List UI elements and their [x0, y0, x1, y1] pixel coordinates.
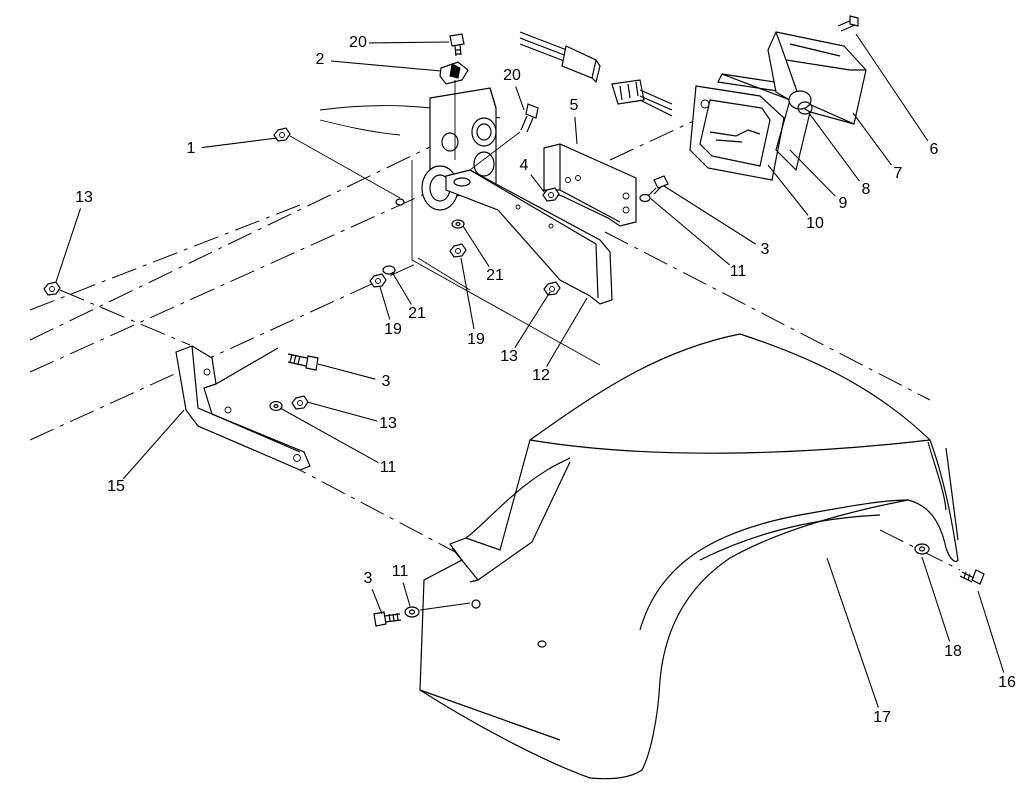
callout-leader-c15	[122, 409, 185, 480]
callout-label-c21a: 21	[486, 267, 504, 284]
callout-leader-c10	[767, 164, 809, 216]
callout-leader-c19b	[460, 257, 475, 330]
housing-7	[767, 31, 867, 125]
bolt-20-top	[449, 33, 465, 57]
fender-hardware	[373, 543, 985, 627]
callout-label-c7: 7	[894, 165, 903, 182]
callout-label-c18: 18	[944, 643, 962, 660]
callout-label-c17: 17	[873, 709, 891, 726]
callout-label-c2: 2	[316, 51, 325, 68]
callout-label-c11c: 11	[392, 563, 409, 580]
callout-leader-c17	[826, 557, 879, 708]
hardware-15	[269, 353, 319, 412]
callout-leader-c11a	[649, 197, 730, 266]
callout-label-c9: 9	[839, 195, 848, 212]
callout-leaders	[55, 33, 1005, 708]
callout-label-c5: 5	[570, 97, 579, 114]
callout-label-c21b: 21	[408, 305, 426, 322]
callout-label-c13c: 13	[379, 415, 397, 432]
callout-label-c19a: 19	[384, 321, 402, 338]
hardware-block	[43, 127, 669, 296]
callout-leader-c5	[574, 116, 578, 145]
callout-label-c11b: 11	[380, 459, 397, 476]
callout-label-c19b: 19	[467, 331, 485, 348]
callout-leader-c3a	[663, 185, 756, 245]
mounting-block	[421, 87, 497, 211]
callout-leader-c1	[201, 137, 278, 149]
callout-label-c13b: 13	[500, 348, 518, 365]
callout-leader-c7	[852, 112, 892, 166]
callout-label-c12: 12	[532, 367, 550, 384]
callout-leader-c13b	[514, 291, 551, 348]
grommet-8	[788, 90, 813, 115]
callout-leader-c13a	[55, 208, 82, 283]
callout-label-c20b: 20	[503, 67, 521, 84]
callout-label-c10: 10	[806, 215, 824, 232]
callout-label-c8: 8	[862, 181, 871, 198]
callout-leader-c3b	[317, 363, 376, 380]
callout-label-c11a: 11	[730, 263, 747, 280]
bracket-12	[445, 169, 613, 305]
callout-leader-c19a	[379, 286, 391, 320]
bracket-5	[543, 143, 637, 227]
callout-label-c13a: 13	[75, 189, 93, 206]
callout-leader-c12	[546, 297, 588, 367]
tail-light-lens-10	[689, 85, 785, 181]
wiring-connector	[519, 31, 673, 117]
callout-leader-c3c	[371, 588, 383, 615]
callout-label-c3b: 3	[382, 373, 391, 390]
callout-leader-c20b	[515, 86, 525, 111]
callout-leader-c2	[330, 60, 442, 72]
callout-leader-c20a	[368, 41, 450, 44]
callout-leader-c9	[789, 149, 836, 197]
callout-label-c20a: 20	[349, 34, 367, 51]
screw-6	[837, 15, 859, 32]
callout-leader-c13c	[306, 401, 378, 422]
callout-label-c4: 4	[520, 157, 529, 174]
callout-leader-c21b	[391, 271, 412, 305]
clip-2	[439, 61, 469, 160]
callout-leader-c11c	[402, 582, 411, 607]
callout-leader-c11b	[279, 407, 379, 464]
bolt-20-right	[469, 103, 539, 171]
bracket-15	[175, 345, 311, 471]
callout-label-c16: 16	[998, 674, 1016, 691]
callout-label-c3a: 3	[761, 241, 770, 258]
callout-leader-c4	[530, 174, 546, 194]
callout-label-c1: 1	[187, 140, 196, 157]
callout-leader-c6	[855, 33, 929, 142]
callout-label-c6: 6	[930, 141, 939, 158]
callout-label-c15: 15	[107, 478, 125, 495]
callout-leader-c18	[921, 556, 951, 642]
callout-leader-c16	[977, 590, 1005, 673]
callout-leader-c8	[808, 112, 860, 182]
callout-leader-c21a	[462, 225, 490, 267]
callout-label-c3c: 3	[364, 570, 373, 587]
frame-outline	[29, 105, 931, 566]
